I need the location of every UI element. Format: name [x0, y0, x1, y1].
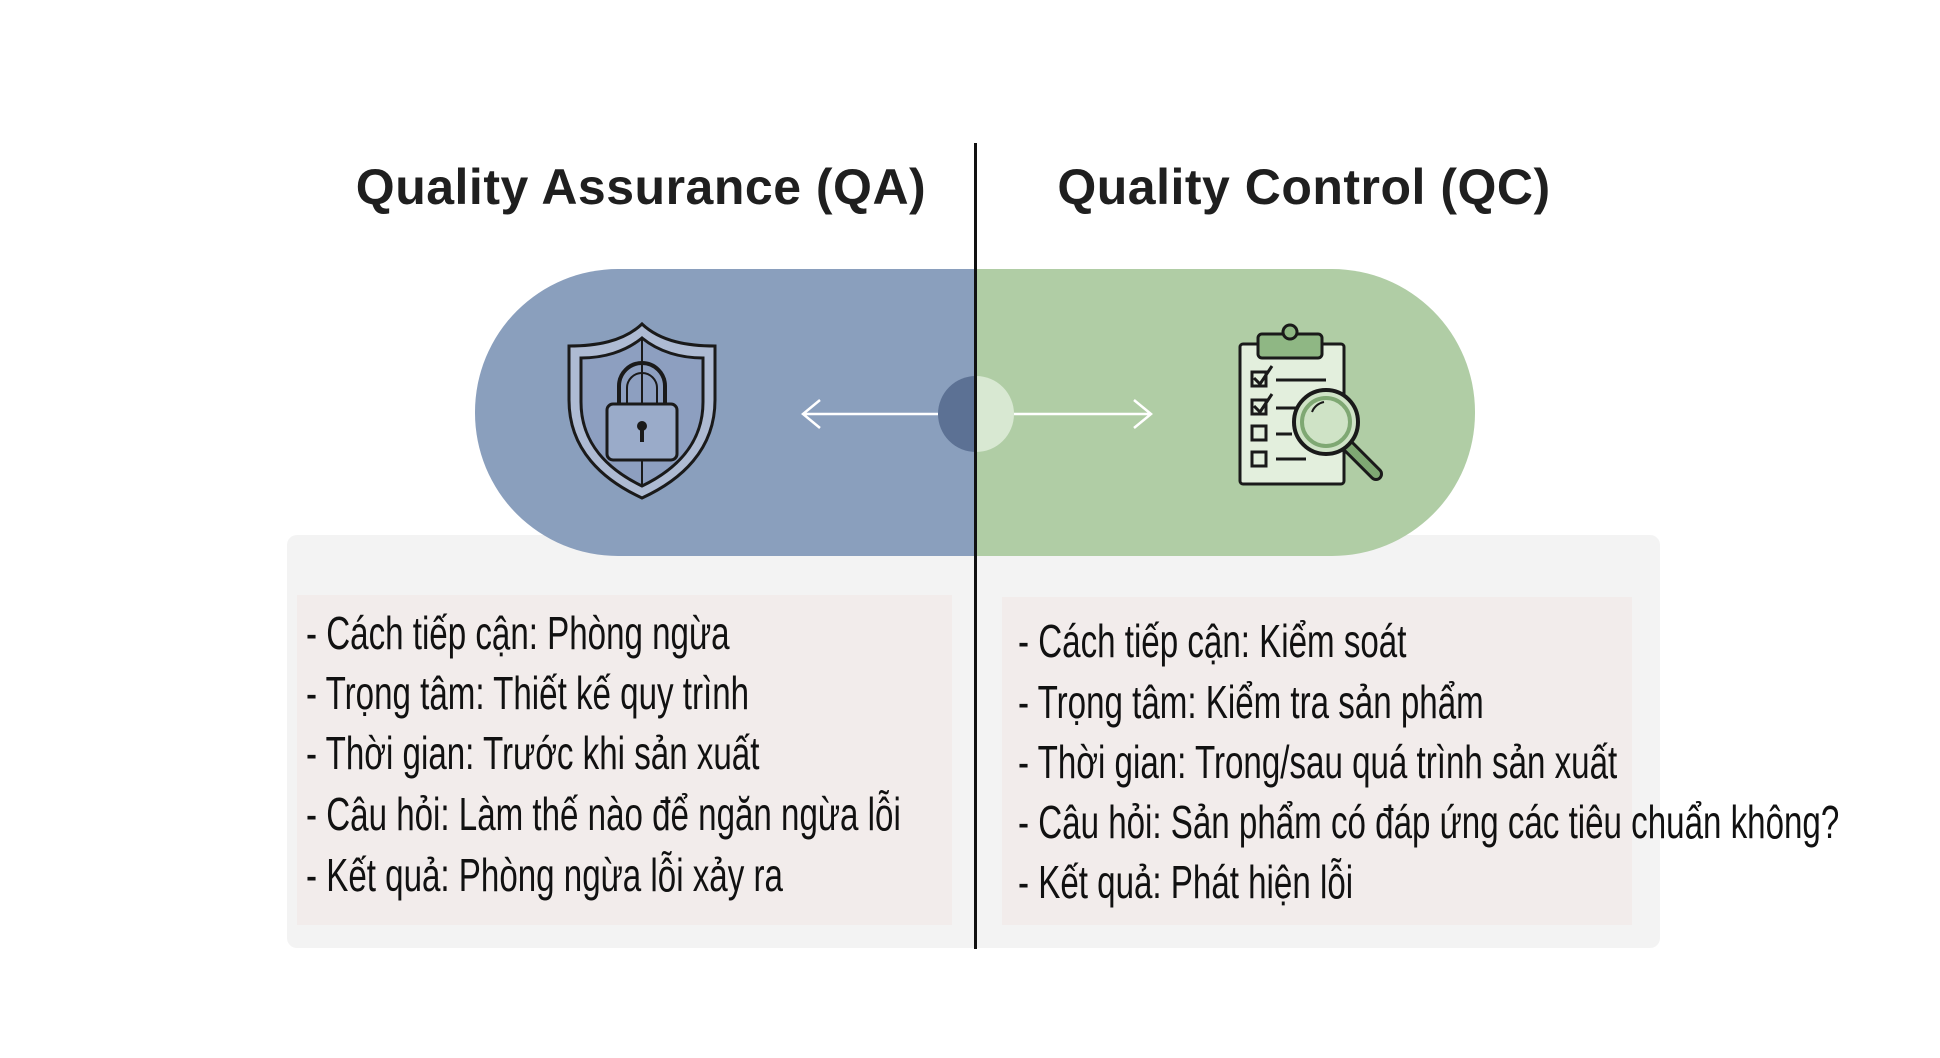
qc-details-panel	[1002, 597, 1632, 925]
qc-pill	[976, 269, 1475, 556]
center-divider	[974, 143, 977, 949]
qa-title: Quality Assurance (QA)	[355, 159, 927, 215]
qa-item-result: - Kết quả: Phòng ngừa lỗi xảy ra	[306, 849, 783, 901]
shield-lock-icon	[567, 321, 717, 500]
qc-item-result: - Kết quả: Phát hiện lỗi	[1018, 856, 1354, 908]
qa-details-panel	[297, 595, 952, 925]
clipboard-magnifier-icon	[1238, 323, 1383, 486]
arrow-right-icon	[1014, 399, 1153, 429]
qc-item-timing: - Thời gian: Trong/sau quá trình sản xuấ…	[1018, 736, 1618, 788]
qc-item-approach: - Cách tiếp cận: Kiểm soát	[1018, 615, 1407, 667]
qa-item-focus: - Trọng tâm: Thiết kế quy trình	[306, 667, 750, 719]
qa-item-question: - Câu hỏi: Làm thế nào để ngăn ngừa lỗi	[306, 788, 901, 840]
qc-item-question: - Câu hỏi: Sản phẩm có đáp ứng các tiêu …	[1018, 796, 1840, 848]
qa-item-approach: - Cách tiếp cận: Phòng ngừa	[306, 607, 730, 659]
arrow-left-icon	[801, 399, 938, 429]
qa-pill	[475, 269, 976, 556]
qa-item-timing: - Thời gian: Trước khi sản xuất	[306, 727, 760, 779]
qc-title: Quality Control (QC)	[1057, 159, 1551, 215]
qc-item-focus: - Trọng tâm: Kiểm tra sản phẩm	[1018, 676, 1484, 728]
